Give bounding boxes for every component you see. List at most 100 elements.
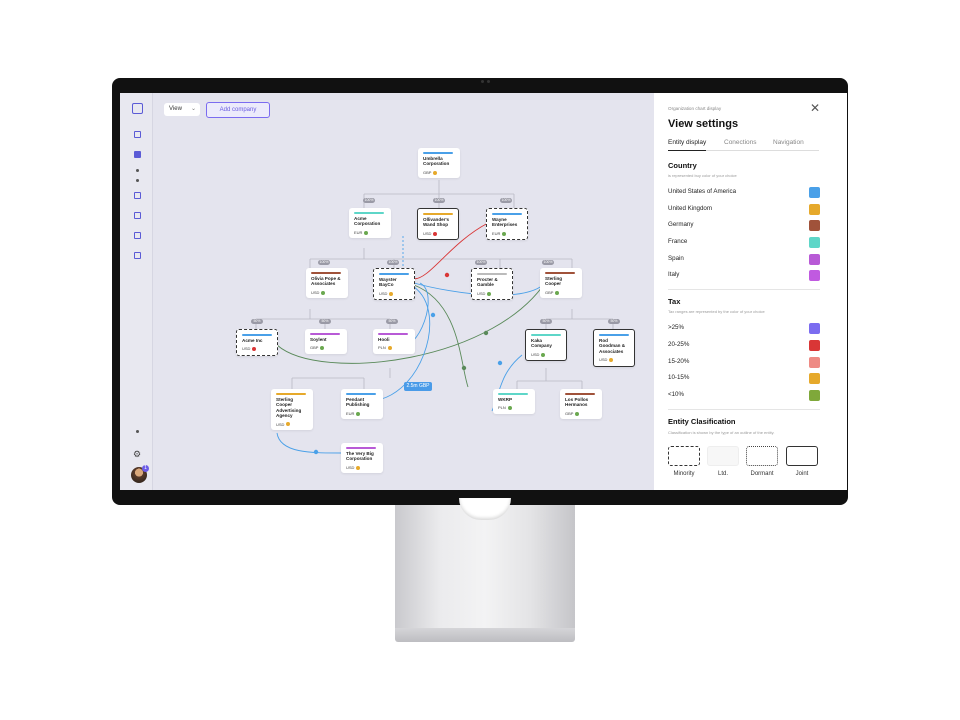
- transfer-icon[interactable]: [134, 232, 141, 239]
- classification-joint-swatch[interactable]: [786, 446, 818, 466]
- country-bar: [311, 272, 341, 274]
- classification-minority-swatch[interactable]: [668, 446, 700, 466]
- classification-dormant-swatch[interactable]: [746, 446, 778, 466]
- country-bar: [354, 212, 384, 214]
- country-row[interactable]: United States of America: [668, 187, 820, 198]
- list-icon[interactable]: [134, 192, 141, 199]
- color-swatch[interactable]: [809, 357, 820, 368]
- country-label: Italy: [668, 271, 680, 278]
- tab-navigation[interactable]: Navigation: [773, 139, 804, 146]
- country-row[interactable]: France: [668, 237, 820, 248]
- chevron-down-icon: ⌄: [190, 106, 196, 112]
- table-icon[interactable]: [134, 252, 141, 259]
- entity-name: Ollivander's Wand Shop: [423, 217, 450, 228]
- classification-label: Ltd.: [717, 471, 728, 477]
- country-row[interactable]: Spain: [668, 254, 820, 265]
- ownership-chip: 100%: [500, 198, 512, 203]
- color-swatch[interactable]: [809, 254, 820, 265]
- tax-section-subtitle: Tax ranges are represented by the color …: [668, 309, 765, 314]
- screen: ⚙ 1 View ⌄ Add company: [120, 93, 847, 490]
- tab-connections[interactable]: Conections: [724, 139, 757, 146]
- tax-row[interactable]: 15-20%: [668, 357, 820, 368]
- tax-row[interactable]: >25%: [668, 323, 820, 334]
- dot-icon: [136, 169, 139, 172]
- ownership-chip: 100%: [475, 260, 487, 265]
- color-swatch[interactable]: [809, 323, 820, 334]
- country-row[interactable]: Germany: [668, 220, 820, 231]
- entity-node-wayne[interactable]: Wayne Enterprises EUR: [486, 208, 528, 241]
- dot-icon: [136, 179, 139, 182]
- entity-node-wkrp[interactable]: WKRP PLN: [493, 389, 535, 414]
- entity-name: Umbrella Corporation: [423, 156, 450, 167]
- classification-label: Dormant: [750, 471, 774, 477]
- org-chart-canvas[interactable]: View ⌄ Add company: [120, 93, 654, 490]
- panel-supertitle: Organization chart display: [668, 106, 722, 111]
- country-bar: [531, 334, 561, 336]
- app-logo-icon[interactable]: [132, 103, 143, 114]
- classification-section-title: Entity Clasification: [668, 417, 736, 426]
- entity-node-kaka[interactable]: Kaka Company USD: [525, 329, 567, 362]
- close-icon[interactable]: ✕: [810, 101, 821, 115]
- color-swatch[interactable]: [809, 237, 820, 248]
- ownership-chip: 50%: [319, 319, 331, 324]
- edge-amount-label[interactable]: 2.5m GBP: [404, 382, 432, 391]
- view-settings-panel: Organization chart display ✕ View settin…: [654, 93, 847, 490]
- color-swatch[interactable]: [809, 340, 820, 351]
- country-bar: [423, 213, 453, 215]
- entity-node-procter[interactable]: Procter & Gamble USD: [471, 268, 513, 301]
- ownership-chip: 50%: [386, 319, 398, 324]
- dashboard-icon[interactable]: [134, 131, 141, 138]
- entity-currency: USD: [311, 290, 344, 295]
- entity-node-sterling-cooper[interactable]: Sterling Cooper GBP: [540, 268, 582, 299]
- entity-node-rod[interactable]: Rod Goodman & Associates USD: [593, 329, 635, 367]
- classification-section-subtitle: Classification is shown by the type of a…: [668, 430, 775, 435]
- entity-node-ollivander[interactable]: Ollivander's Wand Shop USD: [417, 208, 459, 241]
- entity-node-acme-inc[interactable]: Acme Inc USD: [236, 329, 278, 356]
- tab-entity-display[interactable]: Entity display: [668, 139, 707, 151]
- entity-node-umbrella[interactable]: Umbrella Corporation GBP: [418, 148, 460, 179]
- tax-label: 10-15%: [668, 374, 690, 381]
- gear-icon[interactable]: ⚙: [133, 449, 142, 459]
- ownership-chip: 50%: [251, 319, 263, 324]
- entity-node-soylent[interactable]: Soylent GBP: [305, 329, 347, 354]
- entity-node-lospollos[interactable]: Los Pollos Hermanos GBP: [560, 389, 602, 420]
- org-chart-icon[interactable]: [134, 151, 141, 158]
- calendar-icon[interactable]: [134, 212, 141, 219]
- color-swatch[interactable]: [809, 220, 820, 231]
- classification-label: Minority: [673, 471, 695, 477]
- ownership-chip: 100%: [363, 198, 375, 203]
- country-section-title: Country: [668, 161, 697, 170]
- color-swatch[interactable]: [809, 390, 820, 401]
- entity-name: Los Pollos Hermanos: [565, 397, 589, 408]
- entity-node-acme[interactable]: Acme Corporation EUR: [349, 208, 391, 239]
- classification-ltd-swatch[interactable]: [707, 446, 739, 466]
- tax-label: <10%: [668, 391, 684, 398]
- color-swatch[interactable]: [809, 373, 820, 384]
- entity-node-wayster[interactable]: Wayster BayCo USD: [373, 268, 415, 301]
- entity-currency: USD: [531, 352, 562, 357]
- entity-currency: GBP: [310, 345, 343, 350]
- country-bar: [378, 333, 408, 335]
- entity-name: Sterling Cooper: [545, 276, 563, 287]
- entity-name: Kaka Company: [531, 338, 552, 349]
- entity-currency: GBP: [545, 290, 578, 295]
- entity-node-verybig[interactable]: The Very Big Corporation USD: [341, 443, 383, 474]
- entity-node-olivia[interactable]: Olivia Pope & Associates USD: [306, 268, 348, 299]
- country-row[interactable]: Italy: [668, 270, 820, 281]
- tax-row[interactable]: 20-25%: [668, 340, 820, 351]
- tax-row[interactable]: <10%: [668, 390, 820, 401]
- view-select[interactable]: View ⌄: [164, 103, 200, 116]
- entity-node-hooli[interactable]: Hooli PLN: [373, 329, 415, 354]
- entity-currency: USD: [242, 346, 273, 351]
- entity-node-pendant[interactable]: Pendant Publishing EUR: [341, 389, 383, 420]
- ownership-chip: 100%: [433, 198, 445, 203]
- color-swatch[interactable]: [809, 270, 820, 281]
- color-swatch[interactable]: [809, 187, 820, 198]
- entity-currency: USD: [599, 357, 630, 362]
- country-row[interactable]: United Kingdom: [668, 204, 820, 215]
- add-company-button[interactable]: Add company: [206, 102, 270, 118]
- color-swatch[interactable]: [809, 204, 820, 215]
- tax-row[interactable]: 10-15%: [668, 373, 820, 384]
- entity-currency: GBP: [423, 170, 456, 175]
- entity-node-sterling-adv[interactable]: Sterling Cooper Advertising Agency USD: [271, 389, 313, 431]
